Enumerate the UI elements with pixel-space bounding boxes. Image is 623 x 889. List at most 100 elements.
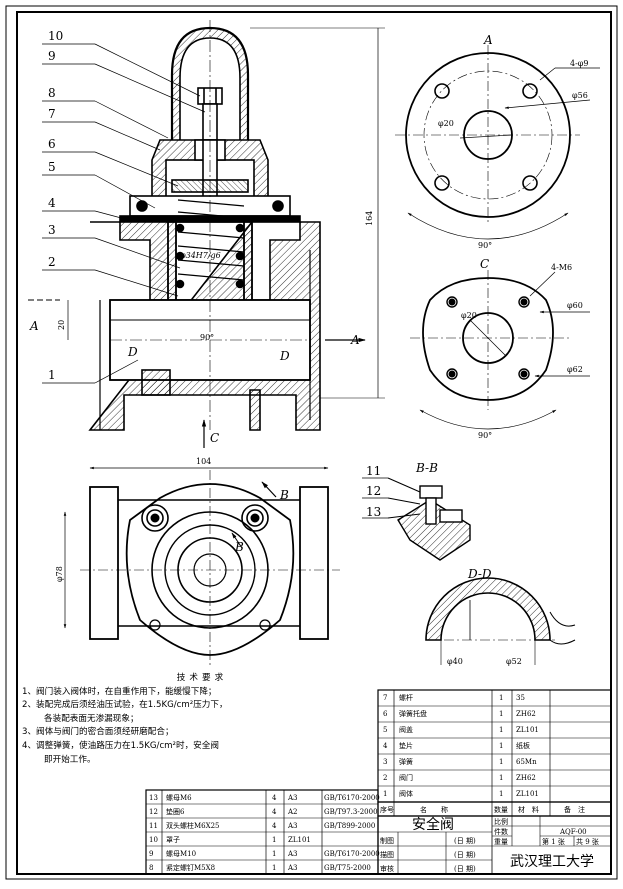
svg-text:1: 1: [499, 774, 503, 782]
top-view-dims: 104 φ78 B B: [55, 457, 289, 582]
checked-by-label: 审核: [380, 864, 394, 873]
drawing-name: 安全阀: [412, 816, 454, 833]
bom-row: 8 紧定螺钉M5X8 1 A3 GB/T75-2000: [149, 863, 371, 872]
svg-text:纸板: 纸板: [516, 741, 530, 750]
note-line: 1、阀门装入阀体时，在自重作用下，能缓慢下降；: [22, 686, 217, 697]
svg-text:ZL101: ZL101: [516, 790, 539, 798]
callout-11: 11: [366, 464, 381, 478]
svg-text:罩子: 罩子: [166, 836, 180, 844]
dim-phi62: φ62: [567, 365, 583, 374]
notes-title: 技术要求: [176, 673, 228, 683]
view-c-title: C: [480, 257, 489, 271]
svg-text:螺母M6: 螺母M6: [166, 793, 192, 802]
title-block: [377, 815, 612, 875]
dim-phi20-c: φ20: [461, 311, 477, 320]
view-a-flange: A: [395, 33, 600, 240]
section-dd-dims: φ40 φ52: [447, 657, 522, 666]
top-view: [63, 466, 340, 665]
note-line: 各装配表面无渗漏现象；: [44, 713, 139, 724]
front-view-annotations: φ34H7/g6 90° A 20 A D D C 164: [28, 27, 385, 448]
svg-text:紧定螺钉M5X8: 紧定螺钉M5X8: [166, 863, 215, 872]
svg-text:4: 4: [383, 742, 388, 750]
svg-text:数量: 数量: [494, 805, 508, 814]
dim-4-phi9: 4-φ9: [570, 59, 588, 68]
svg-text:双头螺柱M6X25: 双头螺柱M6X25: [166, 821, 220, 830]
school-name: 武汉理工大学: [510, 854, 594, 870]
svg-text:10: 10: [149, 836, 158, 844]
bom-header-text: 序号 名 称 数量 材 料 备 注: [380, 805, 585, 814]
dim-164: 164: [365, 211, 374, 226]
svg-text:5: 5: [383, 726, 387, 734]
section-d-right: D: [279, 349, 290, 363]
callout-12: 12: [366, 484, 381, 498]
svg-text:序号: 序号: [380, 805, 394, 814]
svg-text:1: 1: [272, 864, 276, 872]
section-a-left: A: [29, 319, 39, 333]
svg-text:13: 13: [149, 794, 158, 802]
svg-text:阀体: 阀体: [399, 789, 413, 798]
callout-13: 13: [366, 505, 381, 519]
section-d-left: D: [127, 345, 138, 359]
note-line: 即开始工作。: [44, 754, 96, 765]
bom-row: 1 阀体 1 ZL101: [383, 789, 539, 798]
title-block-text: 安全阀 比例 件数 重量 AQF-00 第 1 张 共 9 张 制图 描图 审核…: [380, 816, 599, 873]
dim-phi56: φ56: [572, 91, 588, 100]
svg-text:A3: A3: [287, 850, 298, 858]
section-b-marker-2: B: [234, 540, 244, 554]
bom-row: 10 罩子 1 ZL101: [149, 836, 311, 844]
svg-text:GB/T97.3-2000: GB/T97.3-2000: [324, 808, 378, 816]
svg-text:名 称: 名 称: [420, 805, 448, 814]
svg-text:35: 35: [516, 694, 525, 702]
callout-2: 2: [48, 255, 56, 269]
svg-text:4: 4: [272, 808, 277, 816]
svg-text:1: 1: [499, 726, 503, 734]
view-a-title: A: [483, 33, 493, 47]
svg-text:1: 1: [499, 742, 503, 750]
svg-text:GB/T899-2000: GB/T899-2000: [324, 822, 375, 830]
svg-text:ZL101: ZL101: [516, 726, 539, 734]
view-c-marker: C: [210, 431, 219, 445]
callout-9: 9: [48, 49, 56, 63]
svg-text:A2: A2: [287, 808, 298, 816]
bom-row: 7 螺杆 1 35: [383, 693, 525, 702]
svg-text:11: 11: [149, 822, 158, 830]
count-label: 件数: [494, 827, 508, 836]
date-2: (日 期): [454, 851, 476, 859]
bom-row: 4 垫片 1 纸板: [383, 741, 530, 750]
section-bb-title: B-B: [415, 461, 438, 475]
svg-text:A3: A3: [287, 864, 298, 872]
bom-row: 13 螺母M6 4 A3 GB/T6170-2000: [149, 793, 380, 802]
svg-text:ZH62: ZH62: [516, 710, 536, 718]
dim-4-m6: 4-M6: [551, 263, 572, 272]
dim-90-a: 90°: [478, 241, 492, 250]
svg-text:3: 3: [383, 758, 387, 766]
bom-row: 5 阀盖 1 ZL101: [383, 725, 539, 734]
drawing-number: AQF-00: [559, 828, 587, 836]
section-bb-labels: 11 12 13: [366, 464, 381, 519]
parts-list-lower-rows: 13 螺母M6 4 A3 GB/T6170-2000 12 垫圈6 4 A2 G…: [149, 793, 380, 872]
angle-90-front: 90°: [200, 333, 214, 342]
svg-text:弹簧托盘: 弹簧托盘: [399, 709, 427, 718]
front-section-view: [88, 20, 321, 431]
dim-90-c: 90°: [478, 431, 492, 440]
svg-text:12: 12: [149, 808, 158, 816]
svg-text:备 注: 备 注: [564, 805, 585, 814]
svg-text:A3: A3: [287, 794, 298, 802]
svg-text:1: 1: [272, 836, 276, 844]
view-c: C: [410, 257, 590, 430]
svg-text:1: 1: [272, 850, 276, 858]
parts-list-upper-rows: 7 螺杆 1 35 6 弹簧托盘 1 ZH62 5 阀盖 1 ZL101 4 垫…: [383, 693, 539, 798]
dim-phi20-a: φ20: [438, 119, 454, 128]
svg-text:2: 2: [383, 774, 387, 782]
callout-10: 10: [48, 29, 63, 43]
parts-list-lower: [145, 789, 379, 875]
callout-1: 1: [48, 368, 56, 382]
bom-row: 6 弹簧托盘 1 ZH62: [383, 709, 536, 718]
note-line: 2、装配完成后须经油压试验，在1.5KG/cm²压力下，: [22, 700, 228, 711]
scale-label: 比例: [494, 817, 508, 826]
traced-by-label: 描图: [380, 850, 394, 859]
svg-text:螺杆: 螺杆: [399, 693, 413, 702]
bom-row: 11 双头螺柱M6X25 4 A3 GB/T899-2000: [149, 821, 375, 830]
